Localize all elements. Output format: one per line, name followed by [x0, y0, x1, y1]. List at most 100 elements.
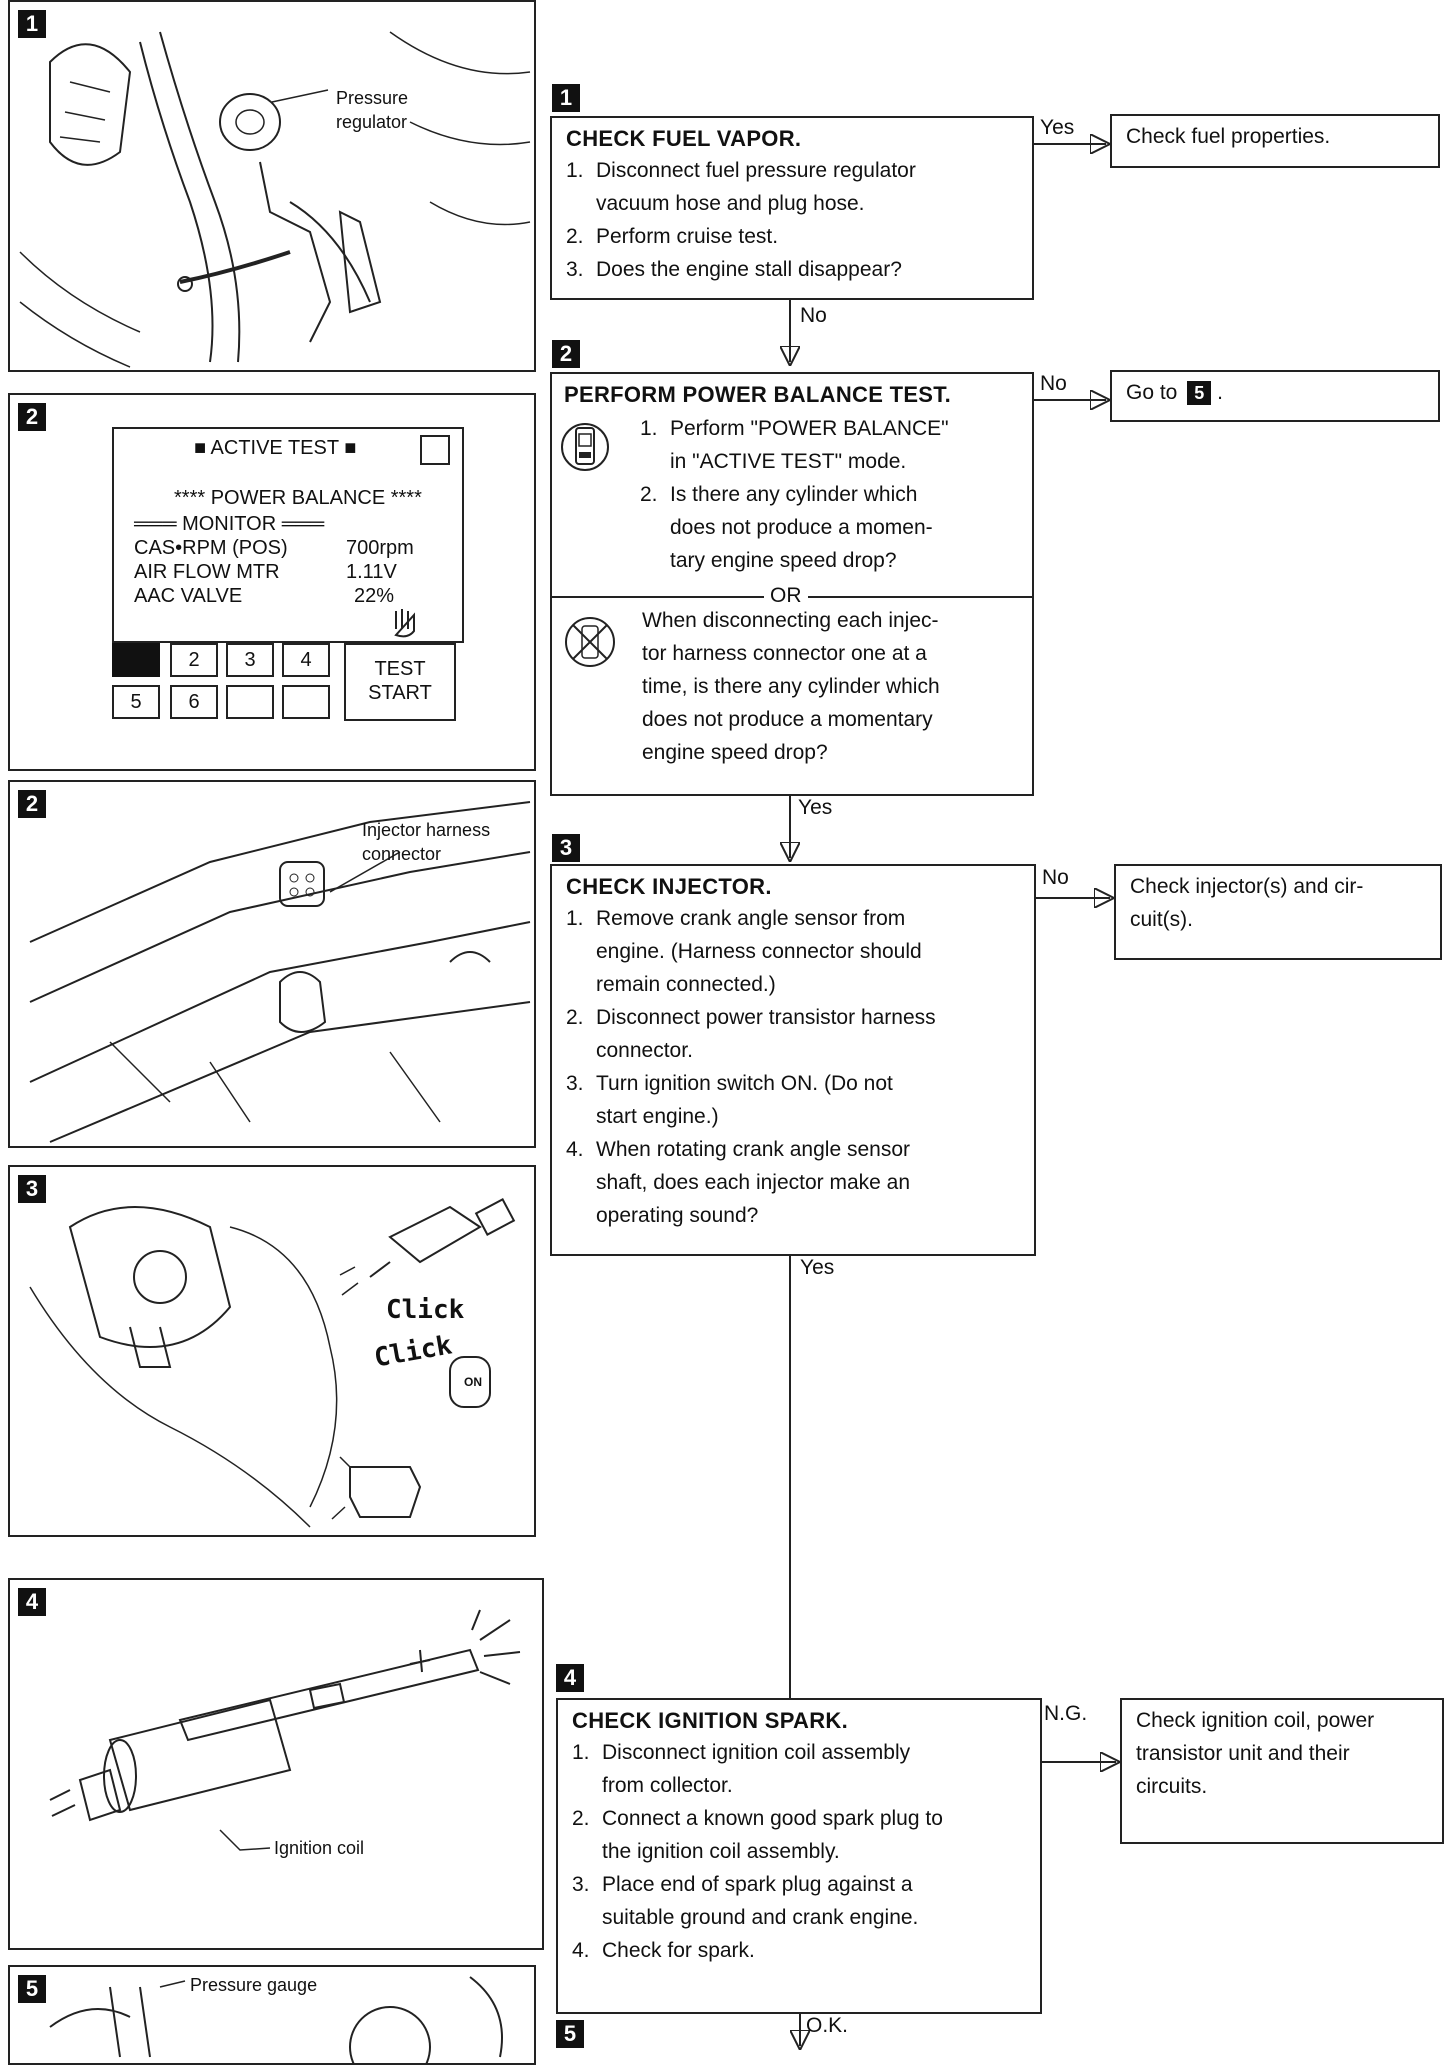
item-text-continued: vacuum hose and plug hose. [596, 192, 865, 215]
illustration-panel-2-injector: 2 Injector harness connector [8, 780, 536, 1148]
illustration-panel-4: 4 Ignition coil [8, 1578, 544, 1950]
alt-line: does not produce a momentary [642, 708, 933, 731]
injector-harness-label: Injector harness connector [362, 818, 490, 866]
no-branch-label: No [1042, 866, 1069, 889]
monitor-row-value: 22% [354, 585, 395, 607]
step-item: 4.Check for spark. [572, 1934, 1026, 1967]
item-number: 3. [566, 1072, 584, 1095]
cylinder-key-6[interactable]: 6 [170, 685, 218, 719]
step-item: 2.Is there any cylinder which [640, 478, 1030, 511]
pressure-gauge-drawing [49, 1976, 503, 2063]
blank-key[interactable] [226, 685, 274, 719]
caption-line: connector [362, 844, 442, 864]
cylinder-key-5[interactable]: 5 [112, 685, 160, 719]
panel-number-badge: 4 [18, 1588, 46, 1616]
no-branch-label: No [1040, 372, 1067, 395]
pointing-hand-icon [394, 609, 415, 638]
step-item: 3. Turn ignition switch ON. (Do not [566, 1067, 1020, 1100]
consult-tester-icon [561, 423, 609, 471]
item-text-continued: start engine.) [596, 1105, 719, 1128]
panel-number-badge: 2 [18, 403, 46, 431]
step-item: 2.Disconnect power transistor harness [566, 1001, 1020, 1034]
monitor-row-value: 1.11V [346, 561, 397, 583]
item-text-continued: engine. (Harness connector should [596, 940, 922, 963]
alt-line: time, is there any cylinder which [642, 675, 940, 698]
item-text-continued: tary engine speed drop? [670, 549, 897, 572]
yes-branch-label: Yes [1040, 116, 1075, 139]
ignition-coil-label: Ignition coil [274, 1838, 365, 1858]
alternative-instructions: When disconnecting each injec- tor harne… [642, 604, 1032, 769]
test-start-line: TEST [374, 658, 426, 680]
item-text-continued: the ignition coil assembly. [602, 1840, 840, 1863]
illustration-panel-3: 3 Click Click ON [8, 1165, 536, 1537]
power-balance-line: **** POWER BALANCE **** [174, 487, 422, 509]
monitor-row-value: 700rpm [346, 537, 414, 559]
item-text-continued: from collector. [602, 1774, 733, 1797]
illustration-panel-1: 1 Pressure regulator [8, 0, 536, 372]
ng-branch-label: N.G. [1044, 1702, 1088, 1725]
ok-branch-label: O.K. [806, 2014, 849, 2037]
step-number-badge: 3 [552, 834, 580, 862]
item-text: Disconnect fuel pressure regulator [596, 159, 916, 182]
monitor-row-label: AIR FLOW MTR [134, 561, 280, 583]
cylinder-key-2[interactable]: 2 [170, 643, 218, 677]
go-to-text: Go to [1126, 381, 1178, 404]
cylinder-key-4[interactable]: 4 [282, 643, 330, 677]
blank-key[interactable] [282, 685, 330, 719]
check-fuel-vapor-box: CHECK FUEL VAPOR. 1.Disconnect fuel pres… [550, 116, 1034, 300]
step-item: 1.Disconnect ignition coil assembly [572, 1736, 1026, 1769]
result-line: cuit(s). [1130, 908, 1193, 931]
or-label: OR [764, 584, 808, 608]
item-text: Turn ignition switch ON. (Do not [596, 1072, 893, 1095]
step-number-badge: 4 [556, 1664, 584, 1692]
item-text: Connect a known good spark plug to [602, 1807, 943, 1830]
alt-line: engine speed drop? [642, 741, 828, 764]
cylinder-key-1[interactable] [112, 643, 160, 677]
panel-number-badge: 3 [18, 1175, 46, 1203]
item-text-continued: in "ACTIVE TEST" mode. [670, 450, 907, 473]
item-number: 3. [572, 1873, 590, 1896]
engine-pressure-regulator-drawing [19, 31, 531, 368]
no-branch-label: No [800, 304, 827, 327]
item-text-continued: remain connected.) [596, 973, 776, 996]
check-injectors-result: Check injector(s) and cir- cuit(s). [1114, 864, 1442, 960]
item-text: Perform "POWER BALANCE" [670, 417, 949, 440]
item-text: Place end of spark plug against a [602, 1873, 913, 1896]
result-line: circuits. [1136, 1775, 1208, 1798]
cylinder-key-3[interactable]: 3 [226, 643, 274, 677]
item-text: Does the engine stall disappear? [596, 258, 902, 281]
item-text: When rotating crank angle sensor [596, 1138, 911, 1161]
step-title: CHECK INJECTOR. [566, 874, 772, 899]
item-text-continued: suitable ground and crank engine. [602, 1906, 919, 1929]
item-text: Remove crank angle sensor from [596, 907, 906, 930]
go-to-step-5-result: Go to 5 . [1110, 370, 1440, 422]
alt-line: When disconnecting each injec- [642, 609, 939, 632]
item-number: 1. [572, 1741, 590, 1764]
test-start-line: START [368, 682, 432, 704]
step-5-badge: 5 [1187, 381, 1212, 406]
check-injector-box: CHECK INJECTOR. 1.Remove crank angle sen… [550, 864, 1036, 1256]
caption-line: regulator [336, 112, 408, 132]
item-number: 1. [640, 417, 658, 440]
pressure-gauge-label: Pressure gauge [190, 1975, 318, 1995]
test-start-key[interactable]: TEST START [344, 643, 456, 721]
consult-instructions: 1. Perform "POWER BALANCE" in "ACTIVE TES… [640, 412, 1030, 577]
check-ignition-spark-box: CHECK IGNITION SPARK. 1.Disconnect ignit… [556, 1698, 1042, 2014]
step-number-badge: 1 [552, 84, 580, 112]
caption-line: Injector harness [362, 820, 491, 840]
yes-branch-label: Yes [800, 1256, 835, 1279]
panel-number-badge: 2 [18, 790, 46, 818]
step-item: 1. Disconnect fuel pressure regulator [566, 154, 1018, 187]
step-item: 4.When rotating crank angle sensor [566, 1133, 1020, 1166]
consult-screen: ■ ACTIVE TEST ■ **** POWER BALANCE **** … [112, 427, 464, 643]
check-ignition-coil-result: Check ignition coil, power transistor un… [1120, 1698, 1444, 1844]
step-item: 3. Place end of spark plug against a [572, 1868, 1026, 1901]
result-line: Check ignition coil, power [1136, 1709, 1375, 1732]
item-number: 2. [640, 483, 658, 506]
item-text: Perform cruise test. [596, 225, 779, 248]
no-tools-icon [565, 617, 615, 667]
monitor-line: ═══ MONITOR ═══ [134, 513, 325, 535]
step-number-badge: 5 [556, 2020, 584, 2048]
item-number: 1. [566, 159, 584, 182]
item-number: 4. [572, 1939, 590, 1962]
